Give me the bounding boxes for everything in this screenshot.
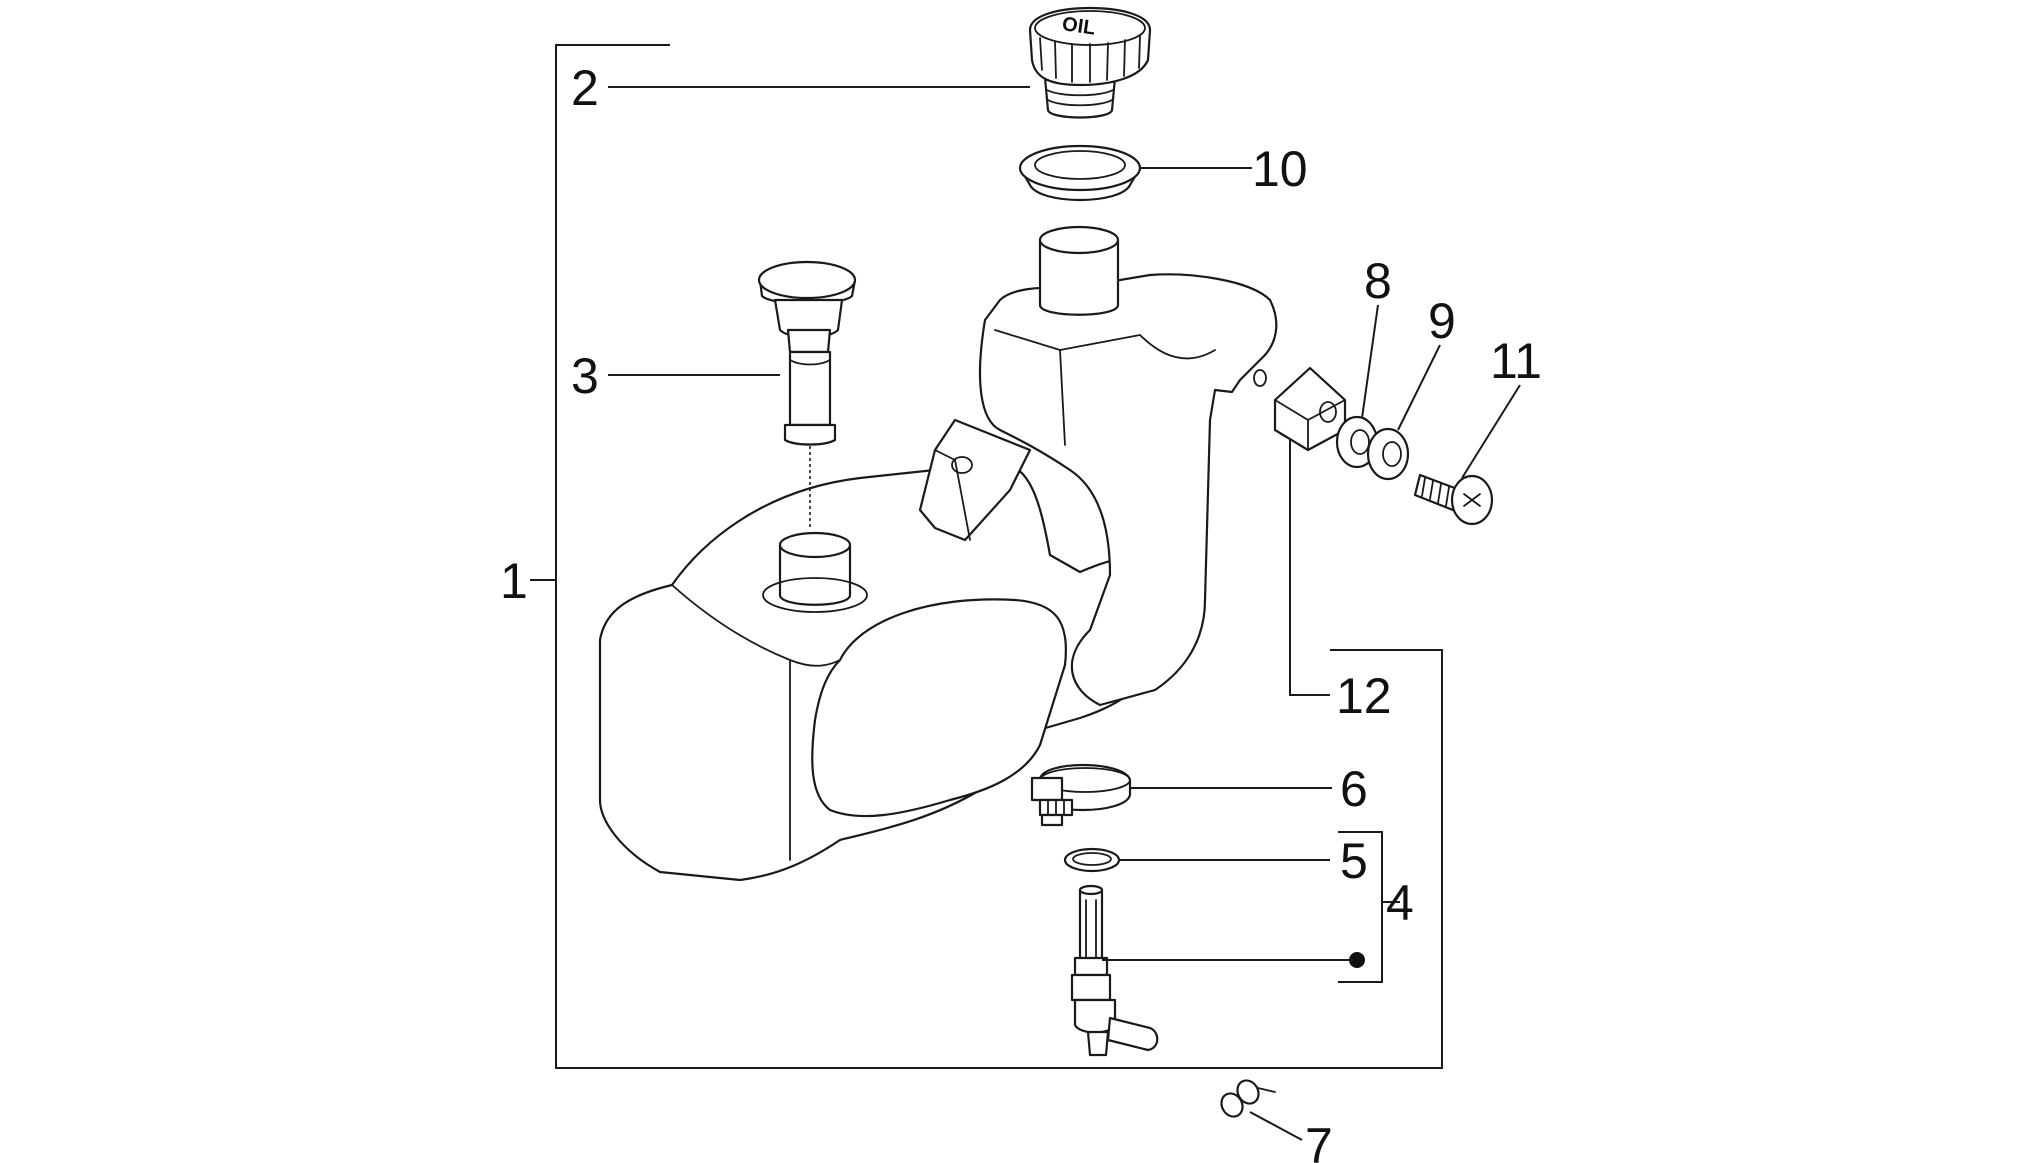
bracket-clip	[1273, 366, 1347, 452]
callout-7: 7	[1305, 1118, 1333, 1163]
callout-8: 8	[1364, 253, 1392, 309]
leader-7	[1249, 1111, 1303, 1141]
leader-9	[1397, 344, 1441, 431]
oil-cap: OIL	[1028, 6, 1152, 119]
callout-11: 11	[1490, 333, 1542, 389]
callout-3: 3	[571, 348, 599, 404]
leader-8	[1361, 304, 1379, 419]
group-bracket-4	[1338, 831, 1400, 983]
callout-1: 1	[500, 553, 528, 609]
screw	[1413, 473, 1494, 526]
oil-tank	[598, 225, 1278, 882]
dipstick	[757, 260, 857, 530]
callout-12: 12	[1336, 668, 1392, 724]
o-ring	[1063, 847, 1121, 873]
callout-5: 5	[1340, 833, 1368, 889]
leader-12	[1289, 440, 1330, 696]
callout-6: 6	[1340, 761, 1368, 817]
oil-fitting	[1070, 884, 1159, 1057]
washer-9	[1366, 427, 1410, 481]
callout-2: 2	[571, 60, 599, 116]
filler-seal	[1018, 144, 1142, 202]
callout-4: 4	[1386, 875, 1414, 931]
assembly-bracket-1	[555, 44, 1443, 1069]
fitting-dot	[1349, 952, 1365, 968]
leader-11	[1461, 384, 1521, 479]
callout-10: 10	[1252, 141, 1308, 197]
cap-marking: OIL	[1061, 13, 1097, 39]
callout-9: 9	[1428, 293, 1456, 349]
hose-clamp	[1030, 763, 1132, 827]
spring-clip	[1220, 1079, 1276, 1118]
